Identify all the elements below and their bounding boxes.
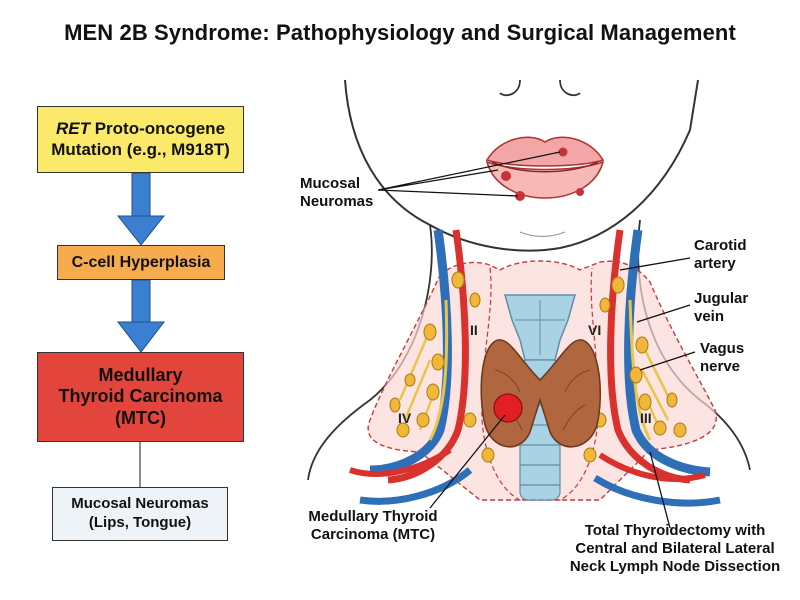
neck-outline-left <box>307 224 433 481</box>
ccell-label: C-cell Hyperplasia <box>71 253 211 271</box>
label-carotid-artery: Carotid artery <box>694 237 747 273</box>
lymph-node <box>666 392 678 408</box>
diagram-title: MEN 2B Syndrome: Pathophysiology and Sur… <box>64 20 736 45</box>
ret-mutation-box: RET Proto-oncogene Mutation (e.g., M918T… <box>37 106 244 173</box>
subclavian-vein-right <box>593 475 721 507</box>
arrow-ccell-to-mtc <box>116 279 166 353</box>
mtc-line1: Medullary <box>98 364 183 385</box>
leader-mucosal-neuromas <box>377 151 561 197</box>
mtc-box: Medullary Thyroid Carcinoma (MTC) <box>37 352 244 442</box>
neck-level-left-upper: II <box>470 322 478 338</box>
subclavian-artery-left <box>349 447 452 477</box>
leader-carotid-artery <box>619 257 691 271</box>
label-jugular-vein: Jugular vein <box>694 290 748 326</box>
nose <box>499 79 581 97</box>
lymph-node <box>583 447 597 463</box>
neuroma-nodule <box>501 171 511 181</box>
neuroma-nodule <box>576 188 584 196</box>
label-mtc: Medullary Thyroid Carcinoma (MTC) <box>298 508 448 544</box>
label-mucosal-line1: Mucosal <box>300 175 361 192</box>
lymph-node <box>635 336 649 354</box>
label-surgery-line3: Neck Lymph Node Dissection <box>569 558 781 575</box>
lymph-node <box>416 412 430 428</box>
face-outline <box>344 79 699 252</box>
jugular-vein-left <box>369 229 452 475</box>
lymph-node <box>423 323 437 341</box>
lymph-node <box>396 422 410 438</box>
lymph-node <box>481 447 495 463</box>
neuromas-line1: Mucosal Neuromas <box>71 495 209 513</box>
neuromas-line2: (Lips, Tongue) <box>88 514 192 531</box>
neck-level-right-lower: III <box>640 410 652 426</box>
leader-jugular-vein <box>636 304 691 323</box>
lymph-node <box>463 412 477 428</box>
arrow-ret-to-ccell <box>116 172 166 246</box>
label-jugular-line1: Jugular <box>694 290 749 307</box>
leader-vagus-nerve <box>639 351 696 371</box>
neuroma-nodule <box>515 191 525 201</box>
label-vagus-nerve: Vagus nerve <box>700 340 744 376</box>
label-jugular-line2: vein <box>694 308 725 325</box>
mtc-line2: Thyroid Carcinoma <box>58 386 223 407</box>
lymph-node <box>653 420 667 436</box>
subclavian-vein-left <box>359 467 473 505</box>
ret-line2: Mutation (e.g., M918T) <box>51 139 230 159</box>
lymph-nodes-left <box>389 271 495 463</box>
neck-level-right-upper: VI <box>588 322 602 338</box>
leader-surgery <box>649 451 671 529</box>
label-surgery-line1: Total Thyroidectomy with <box>584 522 766 539</box>
lymph-node <box>629 366 643 384</box>
mtc-line3: (MTC) <box>115 407 166 428</box>
label-mtc-line2: Carcinoma (MTC) <box>310 526 436 543</box>
lymph-node <box>638 393 652 411</box>
label-carotid-line2: artery <box>694 255 736 272</box>
lymph-nodes-right <box>583 276 687 463</box>
lymph-node <box>426 383 440 401</box>
ret-gene-name: RET <box>55 119 90 139</box>
label-surgery-line2: Central and Bilateral Lateral <box>575 540 775 557</box>
lymph-node <box>404 373 416 387</box>
ccell-hyperplasia-box: C-cell Hyperplasia <box>57 245 225 280</box>
lymph-node <box>599 297 611 313</box>
mucosal-neuromas-box: Mucosal Neuromas (Lips, Tongue) <box>52 487 228 541</box>
neuroma-nodule <box>558 147 568 157</box>
lymph-node <box>451 271 465 289</box>
label-mucosal-line2: Neuromas <box>300 193 374 210</box>
label-mucosal-neuromas: Mucosal Neuromas <box>300 175 373 211</box>
lymph-node <box>673 422 687 438</box>
label-vagus-line2: nerve <box>700 358 741 375</box>
lips <box>485 136 605 201</box>
jugular-vein-right <box>624 229 711 477</box>
mtc-tumor <box>493 393 523 423</box>
lymph-node <box>431 353 445 371</box>
neck-level-left-lower: IV <box>398 410 412 426</box>
label-surgical-management: Total Thyroidectomy with Central and Bil… <box>560 522 790 576</box>
lymph-node <box>469 292 481 308</box>
vagus-nerve-left <box>428 299 449 441</box>
chin-crease <box>519 231 566 238</box>
label-mtc-line1: Medullary Thyroid <box>308 508 438 525</box>
label-carotid-line1: Carotid <box>694 237 747 254</box>
ret-line1-rest: Proto-oncogene <box>89 119 226 139</box>
leader-lines <box>377 151 696 529</box>
leader-mtc <box>429 414 506 509</box>
label-vagus-line1: Vagus <box>700 340 745 357</box>
subclavian-artery-right <box>598 452 706 482</box>
lymph-node <box>389 397 401 413</box>
lymph-node <box>611 276 625 294</box>
